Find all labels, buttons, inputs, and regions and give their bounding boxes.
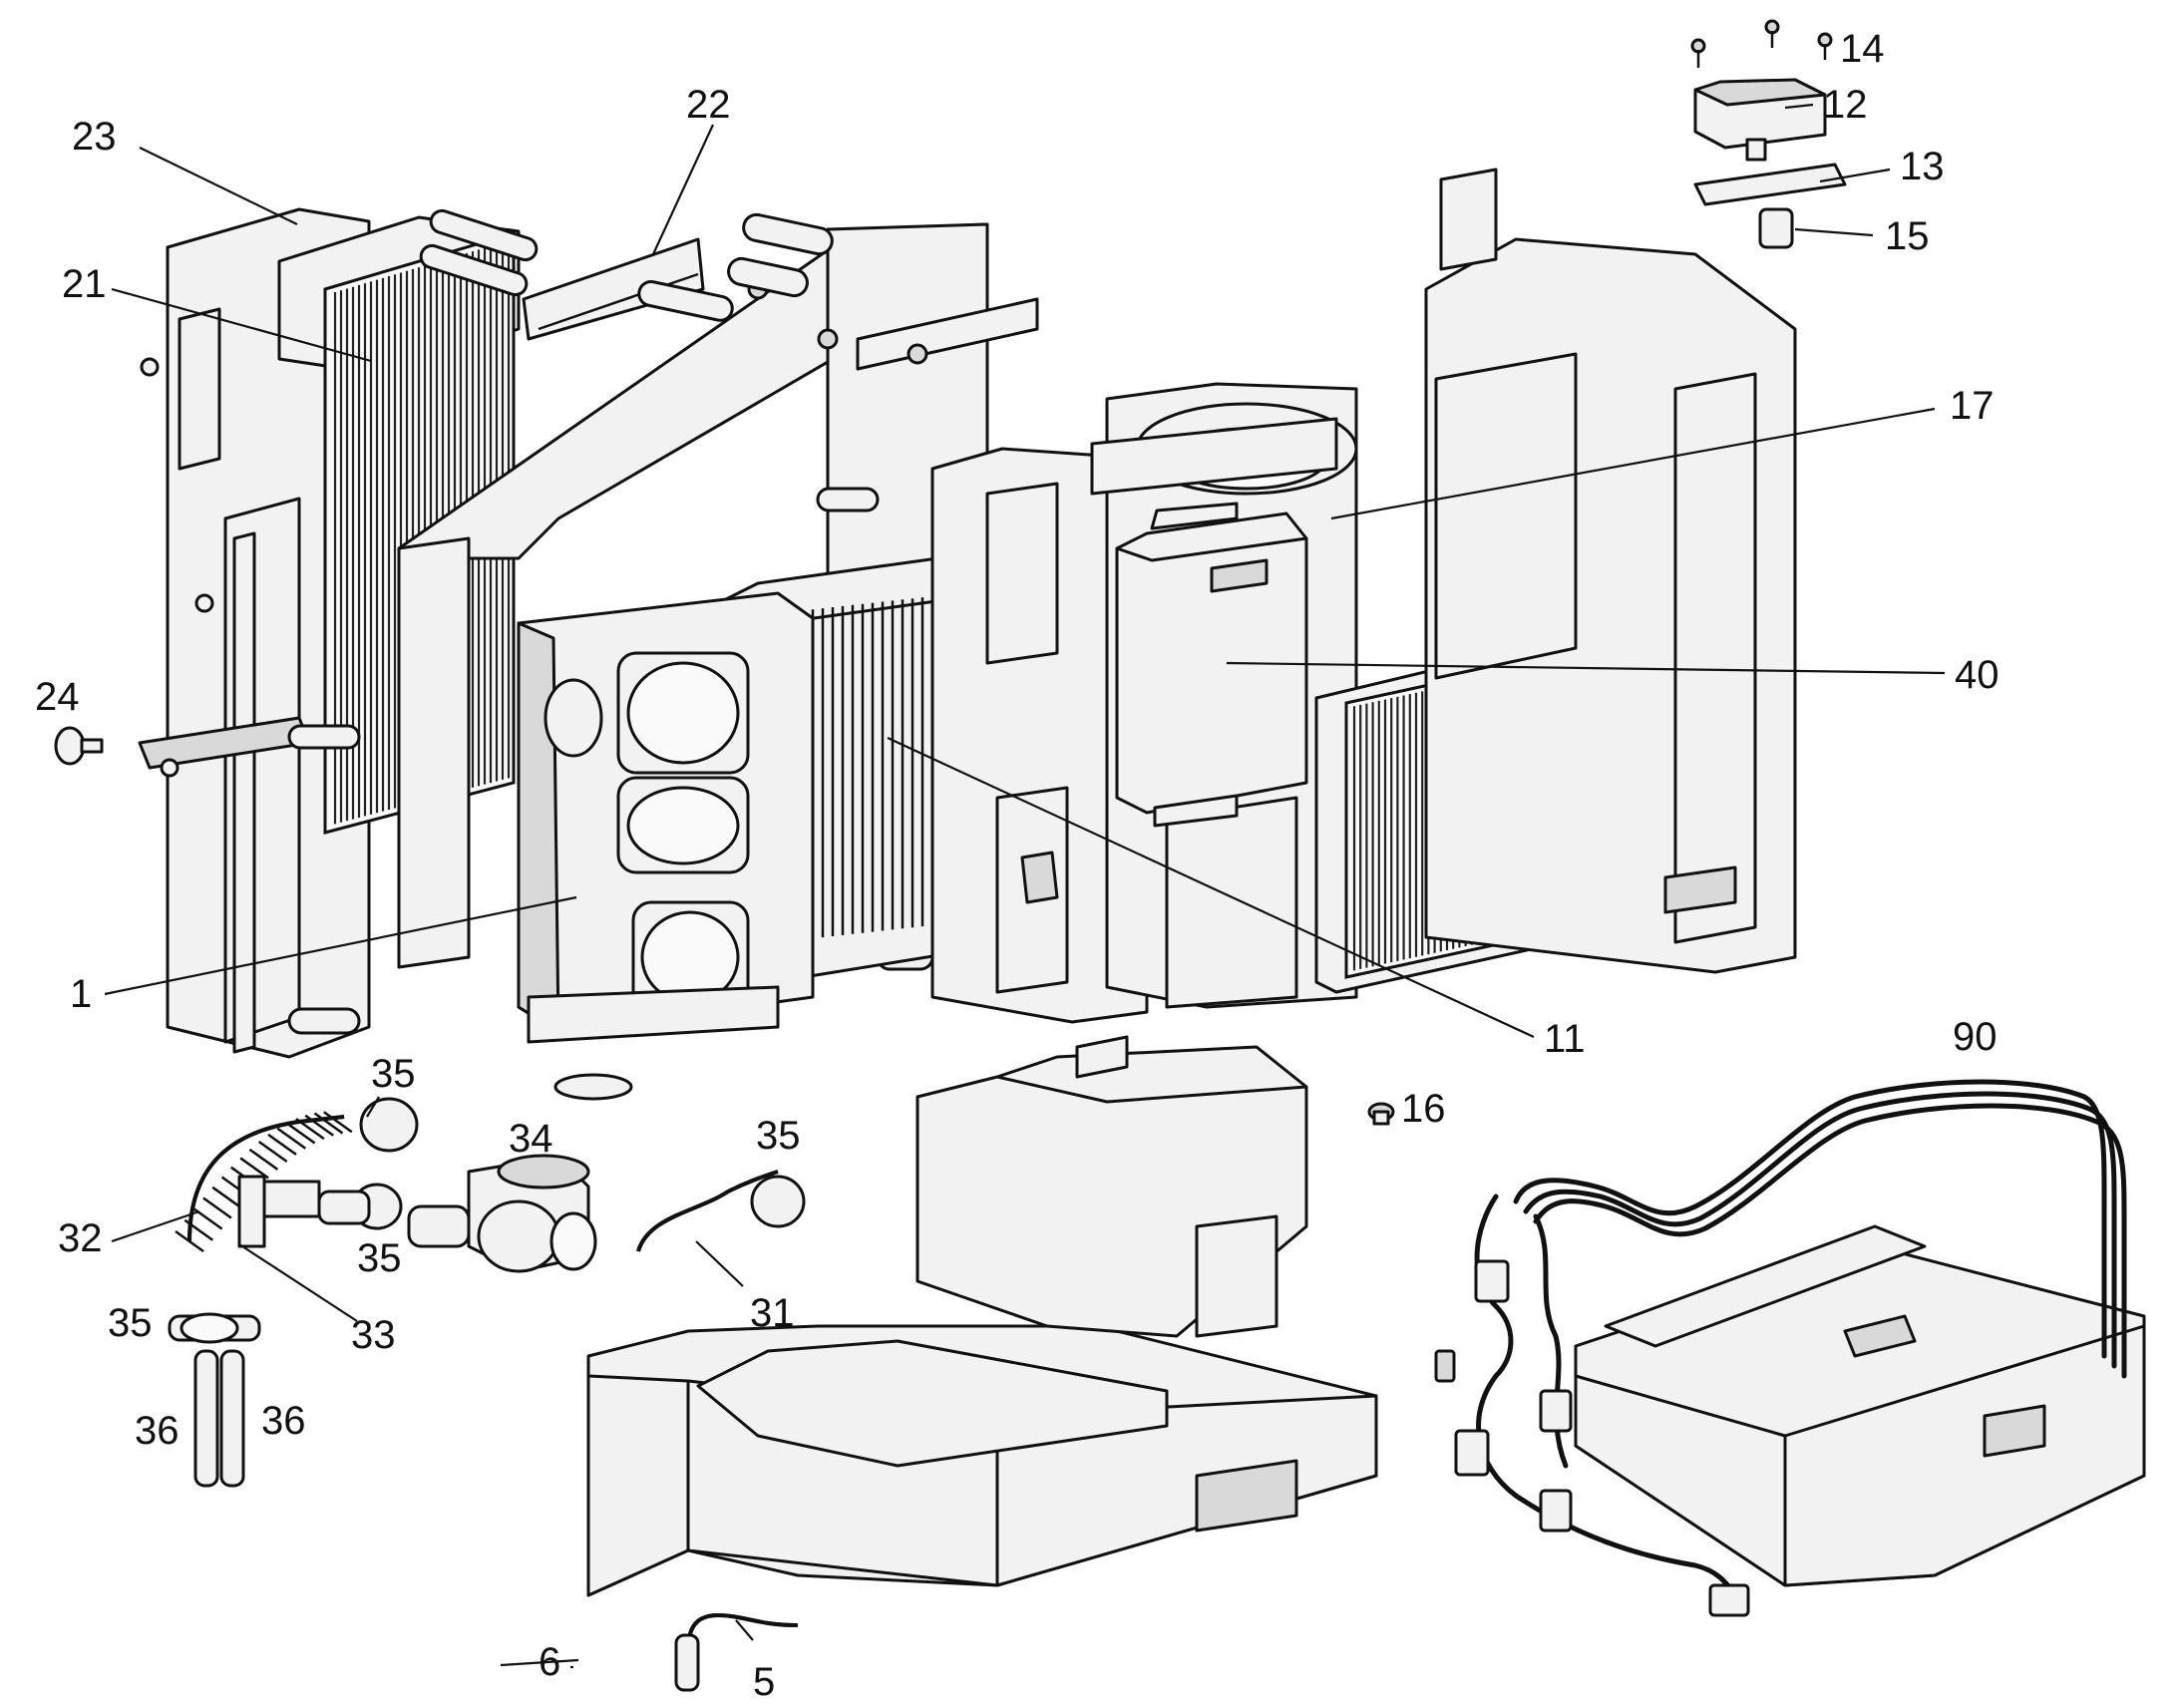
hose-rib xyxy=(323,1111,353,1134)
part-31-hose xyxy=(636,1170,779,1252)
lower-right-housing xyxy=(1574,1224,2146,1587)
callout-36-left: 36 xyxy=(135,1409,180,1453)
part-14-screws xyxy=(1690,19,1833,68)
callout-35-right: 35 xyxy=(756,1114,801,1158)
part-1-distribution-box xyxy=(517,591,815,1044)
right-housing-shell xyxy=(1424,168,1797,974)
callout-32: 32 xyxy=(58,1216,103,1260)
callouts: 23 21 22 24 1 11 17 40 14 12 13 15 16 90… xyxy=(35,27,1999,1704)
hose-rib xyxy=(248,1148,279,1171)
callout-35-left: 35 xyxy=(108,1301,153,1345)
callout-31: 31 xyxy=(750,1291,795,1335)
callout-34: 34 xyxy=(509,1117,553,1161)
callout-40: 40 xyxy=(1955,653,1999,697)
callout-11: 11 xyxy=(1544,1017,1586,1061)
hose-rib xyxy=(175,1229,204,1253)
hose-rib xyxy=(202,1196,232,1219)
callout-22: 22 xyxy=(686,83,731,127)
hose-rib xyxy=(211,1186,241,1208)
part-15-clip xyxy=(1758,207,1794,249)
hose-rib xyxy=(267,1133,297,1156)
callout-5: 5 xyxy=(753,1660,775,1704)
hose-rib xyxy=(257,1140,288,1164)
callout-21: 21 xyxy=(62,262,107,306)
lower-housing xyxy=(586,1324,1378,1597)
callout-35-mid: 35 xyxy=(357,1236,402,1280)
hose-clamp-under-box xyxy=(553,1073,633,1101)
callout-13: 13 xyxy=(1900,145,1945,188)
hose-rib xyxy=(276,1127,307,1150)
callout-24: 24 xyxy=(35,675,80,719)
callout-14: 14 xyxy=(1840,27,1885,71)
part-36-tubes xyxy=(193,1349,245,1488)
callout-35-top: 35 xyxy=(371,1052,416,1096)
part-22-bracket xyxy=(522,237,705,341)
callout-16: 16 xyxy=(1401,1087,1446,1131)
callout-33: 33 xyxy=(351,1313,396,1357)
callout-6: 6 xyxy=(539,1640,560,1684)
hose-rib xyxy=(183,1218,214,1241)
hose-rib xyxy=(295,1118,325,1141)
callout-1: 1 xyxy=(70,972,92,1016)
part-6-drain-tube xyxy=(674,1633,700,1692)
mounting-rail xyxy=(138,357,311,1054)
part-16-grommet xyxy=(1367,1102,1395,1126)
part-13-plate xyxy=(1693,163,1847,206)
part-5-drain-hose xyxy=(686,1612,799,1651)
leader-lines xyxy=(104,103,1946,1669)
hose-rib xyxy=(285,1122,316,1145)
center-panel xyxy=(930,447,1149,1024)
part-33-straight-hose xyxy=(237,1175,321,1248)
part-12-actuator xyxy=(1693,78,1827,162)
hose-rib xyxy=(239,1157,269,1180)
hose-rib xyxy=(304,1114,334,1137)
upper-duct xyxy=(915,1035,1308,1338)
part-34-water-valve xyxy=(317,1154,597,1273)
hose-rib xyxy=(313,1112,344,1135)
callout-36-right: 36 xyxy=(261,1399,306,1443)
callout-15: 15 xyxy=(1885,214,1930,258)
callout-12: 12 xyxy=(1823,83,1868,127)
callout-90: 90 xyxy=(1953,1015,1998,1059)
harness-connectors xyxy=(1434,1259,1750,1617)
pipe-stubs xyxy=(287,208,934,1035)
part-24-fitting xyxy=(54,726,104,766)
part-40-control-module xyxy=(1115,502,1308,828)
callout-23: 23 xyxy=(72,115,117,159)
part-35-clamps xyxy=(168,1097,806,1344)
callout-17: 17 xyxy=(1950,384,1995,428)
